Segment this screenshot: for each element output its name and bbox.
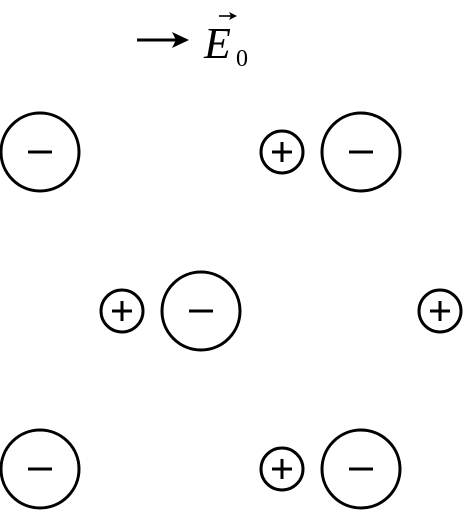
vector-overbar-head-icon [229, 12, 237, 20]
ions-layer [0, 111, 463, 510]
anion [160, 270, 242, 352]
anion [320, 428, 402, 510]
field-arrowhead-icon [172, 32, 189, 48]
cation [259, 129, 305, 175]
anion [0, 428, 81, 510]
anion [320, 111, 402, 193]
cation [99, 288, 145, 334]
field-symbol: E [203, 19, 231, 68]
electric-field-label: E 0 [137, 12, 248, 72]
cation [417, 288, 463, 334]
anion [0, 111, 81, 193]
cation [259, 446, 305, 492]
field-subscript: 0 [236, 46, 248, 72]
